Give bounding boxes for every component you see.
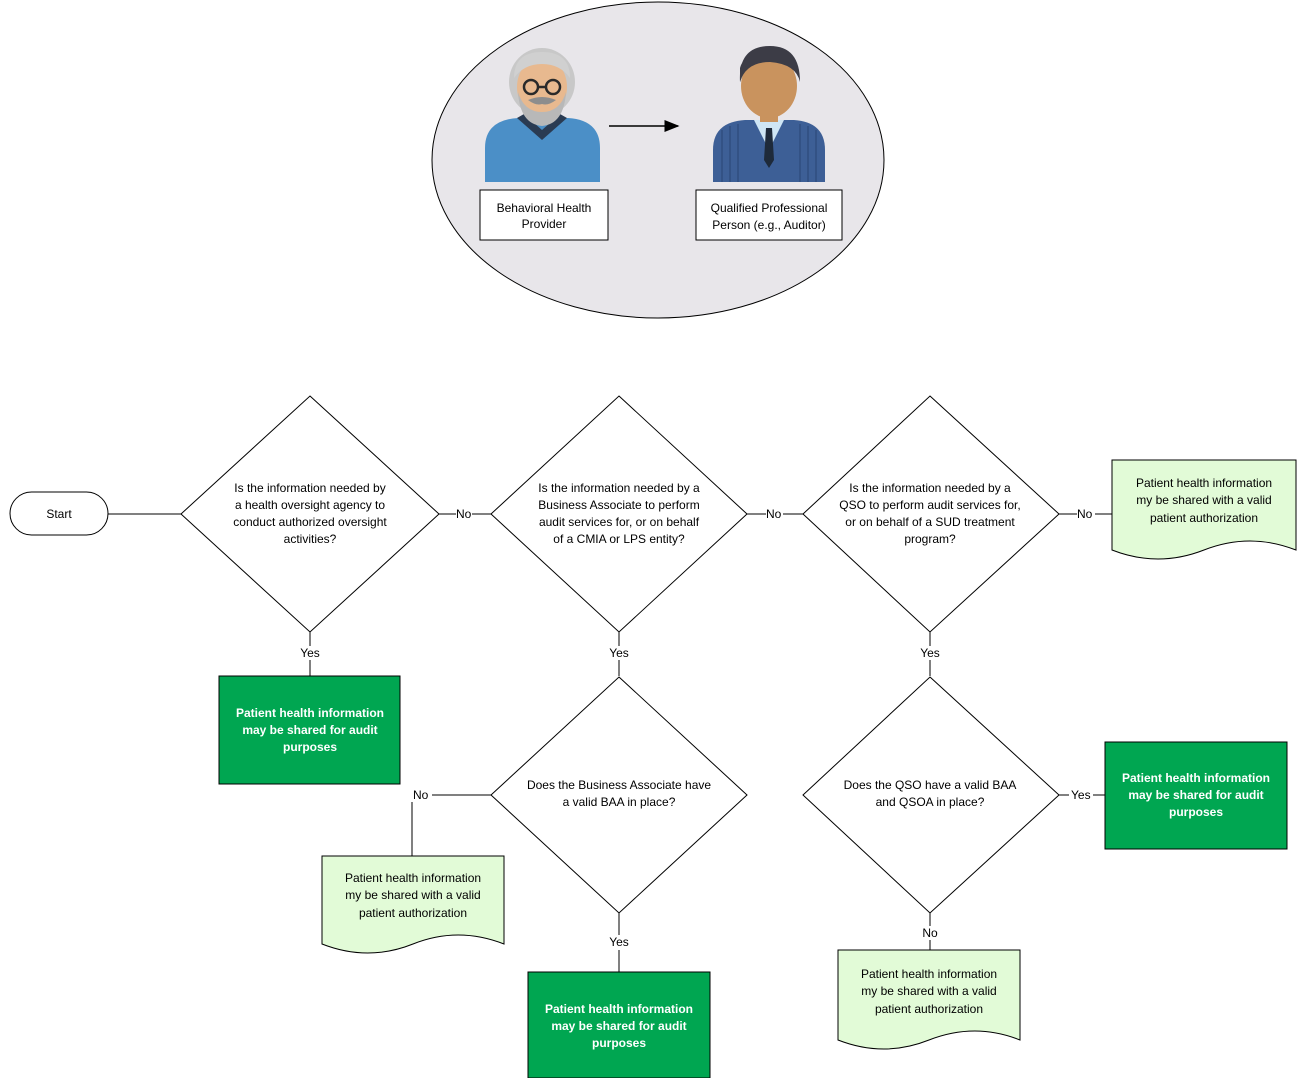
- edge-label-yes-3: Yes: [920, 646, 940, 660]
- result-auth-2-line-2: my be shared with a valid: [345, 888, 480, 902]
- edge-label-no-5: No: [922, 926, 938, 940]
- result-audit-box-2: [527, 971, 711, 1078]
- decision-2-line-4: of a CMIA or LPS entity?: [553, 532, 685, 546]
- auditor-label-line-1: Qualified Professional: [711, 201, 828, 215]
- auditor-label-box: [695, 189, 843, 241]
- edge-label-no-1: No: [456, 507, 472, 521]
- result-auth-doc-1: [1111, 459, 1297, 560]
- provider-avatar-icon: [485, 48, 600, 182]
- decision-2-line-3: audit services for, or on behalf: [539, 515, 700, 529]
- result-audit-1-line-2: may be shared for audit: [242, 723, 377, 737]
- decision-3-line-2: QSO to perform audit services for,: [839, 498, 1020, 512]
- auditor-avatar-icon: [713, 46, 825, 182]
- result-audit-box-1: [218, 675, 401, 785]
- decision-3-line-1: Is the information needed by a: [849, 481, 1011, 495]
- decision-3-line-3: or on behalf of a SUD treatment: [845, 515, 1015, 529]
- connectors: [108, 513, 1112, 972]
- provider-label-line-1: Behavioral Health: [497, 201, 592, 215]
- provider-label-line-2: Provider: [522, 217, 567, 231]
- decision-diamond-4: [490, 676, 748, 914]
- decision-5-line-2: and QSOA in place?: [876, 795, 985, 809]
- result-auth-3-line-1: Patient health information: [861, 967, 997, 981]
- edge-label-no-4: No: [413, 788, 429, 802]
- result-audit-3-line-1: Patient health information: [1122, 771, 1270, 785]
- decision-5-line-1: Does the QSO have a valid BAA: [844, 778, 1017, 792]
- decision-2-line-2: Business Associate to perform: [538, 498, 699, 512]
- result-audit-3-line-3: purposes: [1169, 805, 1223, 819]
- edge-label-yes-2: Yes: [609, 646, 629, 660]
- edge-label-no-2: No: [766, 507, 782, 521]
- decision-4-line-2: a valid BAA in place?: [563, 795, 676, 809]
- decision-1-line-4: activities?: [284, 532, 337, 546]
- result-audit-2-line-1: Patient health information: [545, 1002, 693, 1016]
- result-auth-1-line-3: patient authorization: [1150, 511, 1258, 525]
- result-audit-1-line-3: purposes: [283, 740, 337, 754]
- result-auth-doc-2: [321, 855, 505, 954]
- result-auth-1-line-1: Patient health information: [1136, 476, 1272, 490]
- result-audit-1-line-1: Patient health information: [236, 706, 384, 720]
- actors-group: Behavioral Health Provider Qualified Pro…: [431, 1, 885, 319]
- decision-diamond-3: [802, 395, 1060, 633]
- decision-diamond-2: [490, 395, 748, 633]
- decision-diamond-5: [802, 676, 1060, 914]
- edge-label-yes-1: Yes: [300, 646, 320, 660]
- provider-label-box: [479, 189, 609, 241]
- result-auth-1-line-2: my be shared with a valid: [1136, 493, 1271, 507]
- edge-label-yes-4: Yes: [609, 935, 629, 949]
- decision-3-line-4: program?: [904, 532, 956, 546]
- edge-label-no-3: No: [1077, 507, 1093, 521]
- decision-1-line-1: Is the information needed by: [234, 481, 385, 495]
- result-auth-3-line-2: my be shared with a valid: [861, 984, 996, 998]
- edge-label-yes-5: Yes: [1071, 788, 1091, 802]
- decision-2-line-1: Is the information needed by a: [538, 481, 700, 495]
- start-label: Start: [46, 507, 72, 521]
- result-auth-3-line-3: patient authorization: [875, 1002, 983, 1016]
- decision-1-line-3: conduct authorized oversight: [233, 515, 387, 529]
- result-auth-2-line-1: Patient health information: [345, 871, 481, 885]
- auditor-label-line-2: Person (e.g., Auditor): [712, 218, 825, 232]
- result-auth-doc-3: [837, 949, 1021, 1050]
- decision-4-line-1: Does the Business Associate have: [527, 778, 711, 792]
- result-audit-2-line-3: purposes: [592, 1036, 646, 1050]
- result-audit-3-line-2: may be shared for audit: [1128, 788, 1263, 802]
- result-audit-box-3: [1104, 741, 1288, 850]
- decision-diamond-1: [180, 395, 440, 633]
- result-auth-2-line-3: patient authorization: [359, 906, 467, 920]
- result-audit-2-line-2: may be shared for audit: [551, 1019, 686, 1033]
- decision-1-line-2: a health oversight agency to: [235, 498, 385, 512]
- start-terminator: [9, 491, 109, 536]
